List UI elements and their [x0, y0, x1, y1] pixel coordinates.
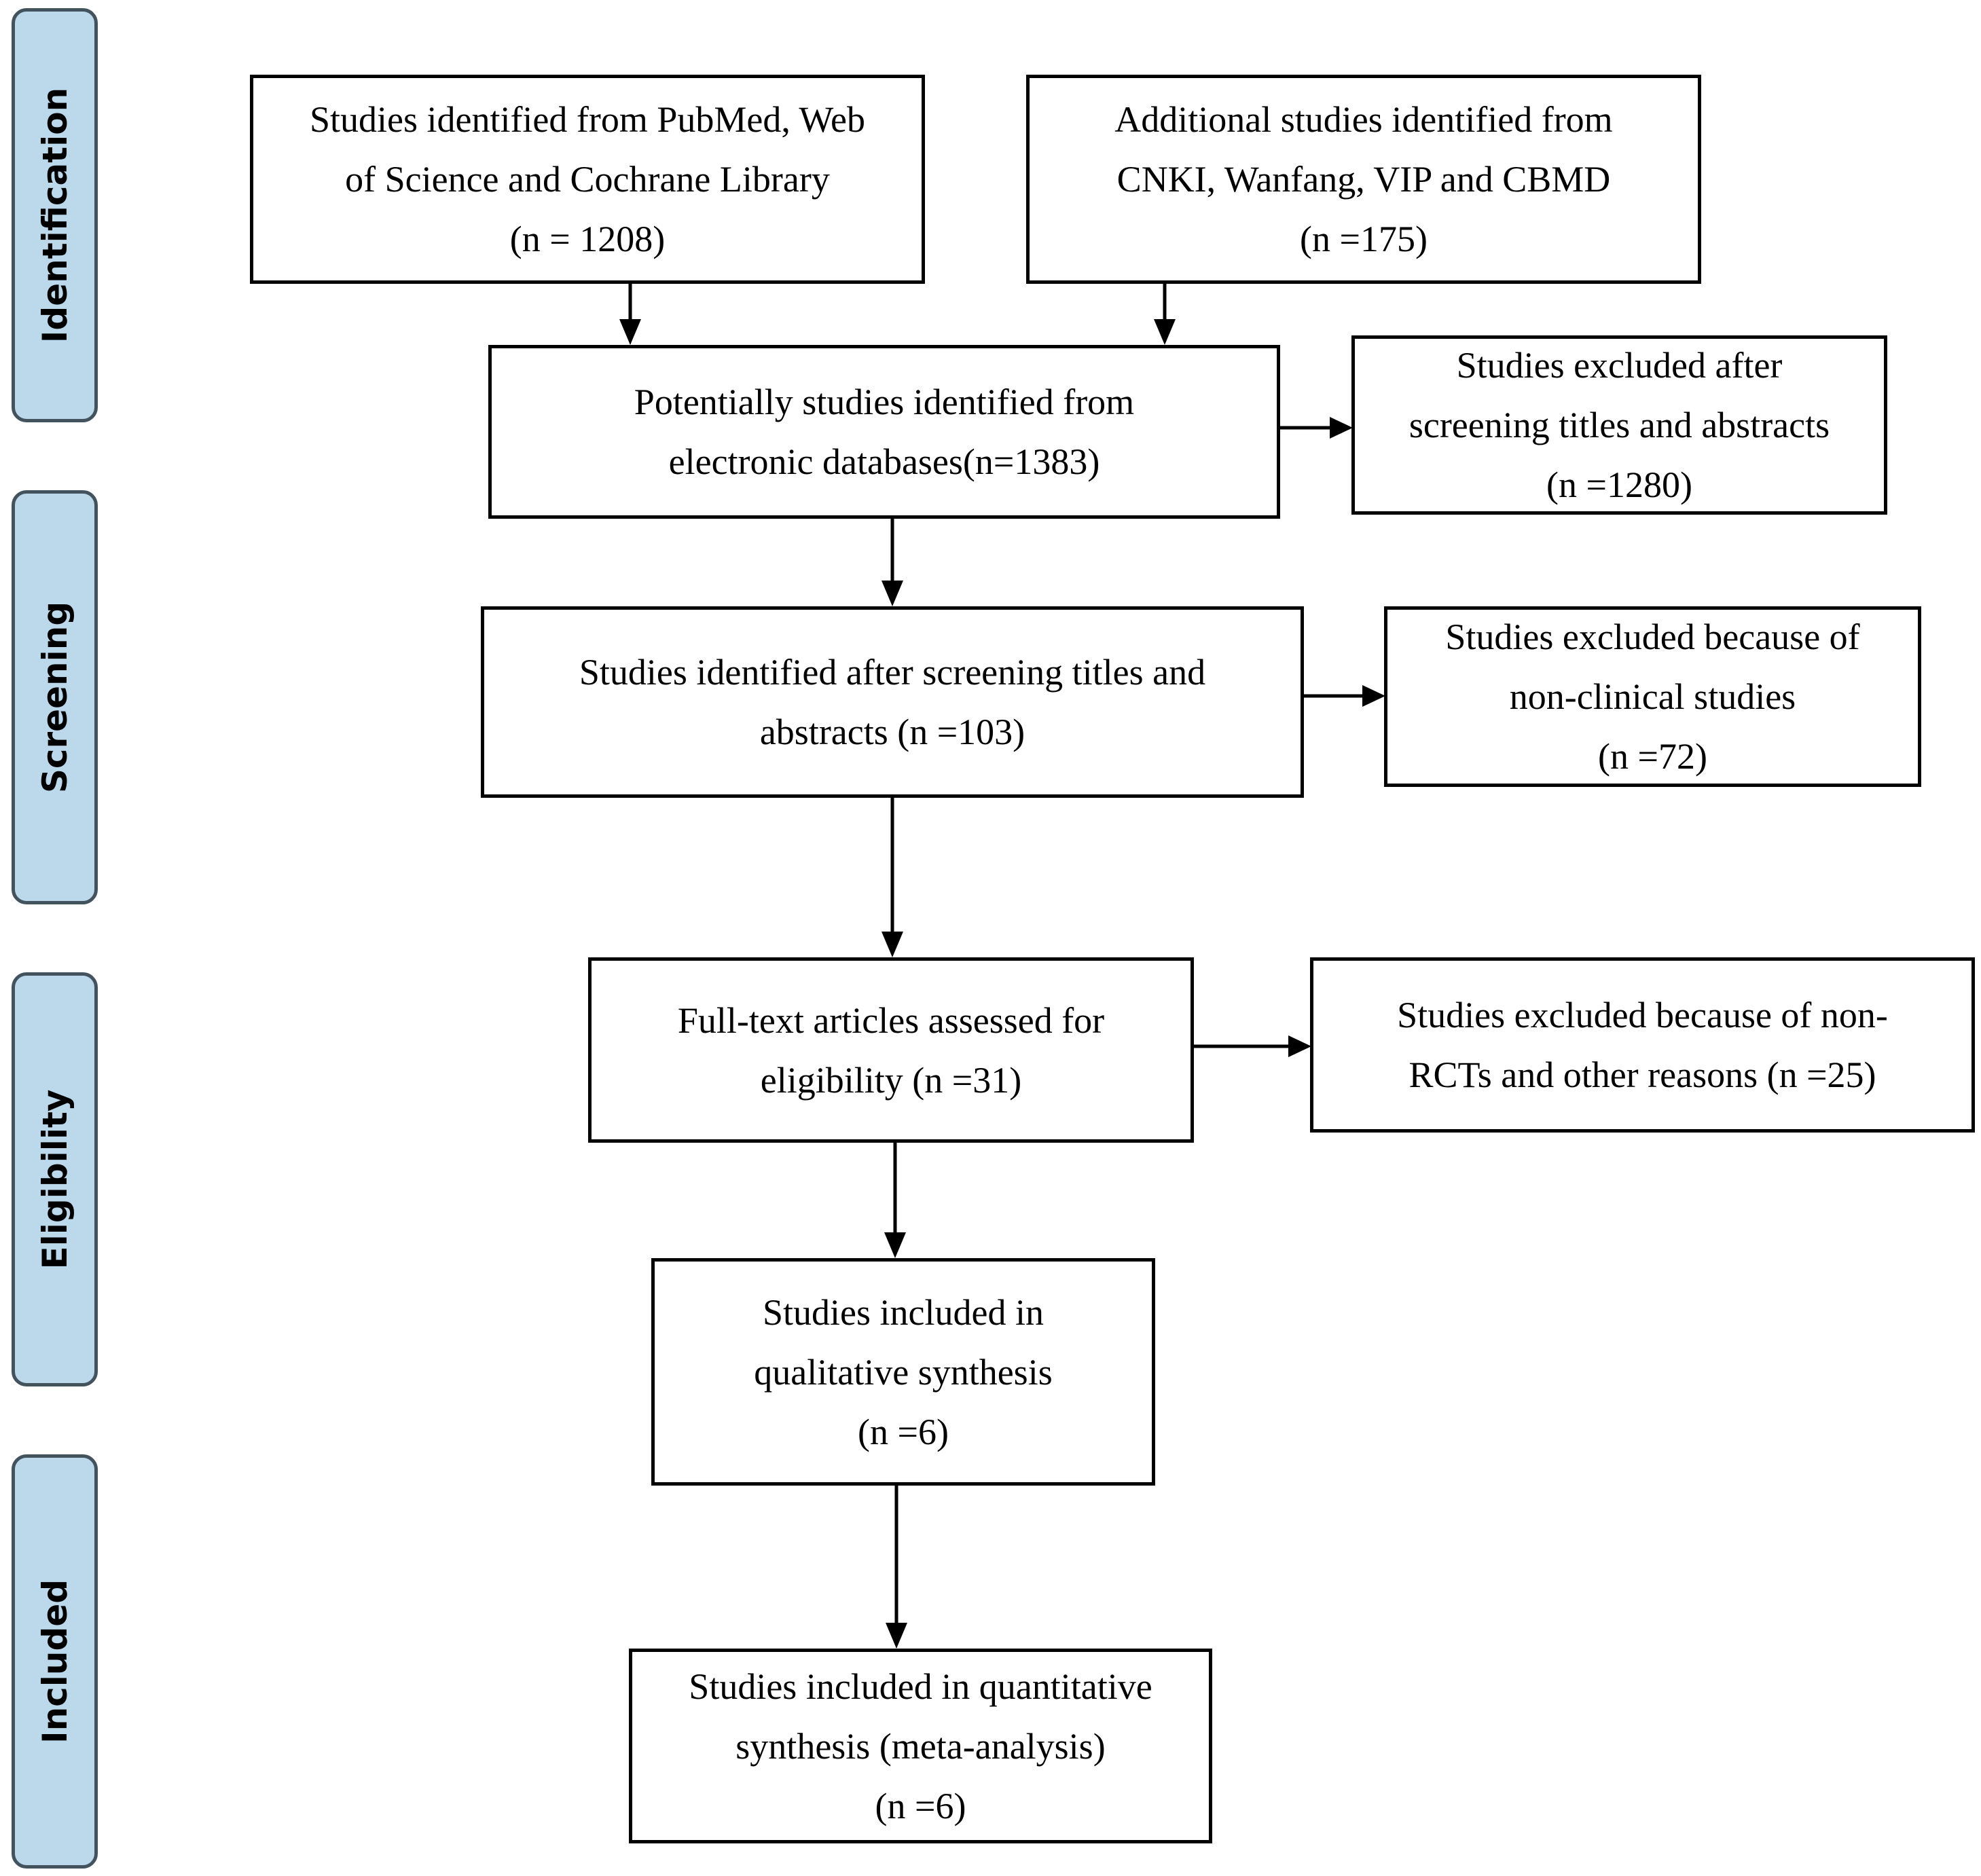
- box-quantitative-line-3: (n =6): [875, 1785, 966, 1826]
- box-excluded-nonclinical-line-3: (n =72): [1598, 736, 1707, 777]
- box-additional-line-2: CNKI, Wanfang, VIP and CBMD: [1116, 159, 1611, 200]
- box-qualitative-line-3: (n =6): [858, 1411, 949, 1452]
- box-quantitative-synthesis: Studies included in quantitative synthes…: [629, 1649, 1212, 1843]
- phase-identification: Identification: [12, 8, 98, 422]
- box-pubmed-line-2: of Science and Cochrane Library: [345, 159, 830, 200]
- box-qualitative-line-2: qualitative synthesis: [754, 1351, 1053, 1393]
- box-excluded-nonrct: Studies excluded because of non- RCTs an…: [1310, 957, 1975, 1133]
- box-quantitative-line-1: Studies included in quantitative: [689, 1666, 1152, 1707]
- box-excluded-titles-line-2: screening titles and abstracts: [1408, 405, 1830, 445]
- box-fulltext-line-2: eligibility (n =31): [760, 1059, 1022, 1101]
- arrowhead-qualitative: [884, 1232, 906, 1258]
- box-potential-studies: Potentially studies identified from elec…: [488, 345, 1280, 519]
- arrowhead-quantitative: [886, 1623, 907, 1649]
- box-qualitative-synthesis: Studies included in qualitative synthesi…: [651, 1258, 1155, 1486]
- box-excluded-nonclinical-line-2: non-clinical studies: [1509, 676, 1796, 717]
- box-excluded-nonclinical-line-1: Studies excluded because of: [1445, 617, 1860, 657]
- box-potential-line-1: Potentially studies identified from: [634, 382, 1135, 422]
- box-additional-studies: Additional studies identified from CNKI,…: [1026, 75, 1701, 284]
- box-excluded-nonrct-line-1: Studies excluded because of non-: [1397, 995, 1888, 1035]
- box-fulltext-assessed: Full-text articles assessed for eligibil…: [588, 957, 1194, 1143]
- phase-eligibility: Eligibility: [12, 972, 98, 1386]
- phase-screening: Screening: [12, 490, 98, 904]
- arrowhead-fulltext: [882, 932, 903, 957]
- arrowhead-excluded-titles: [1330, 417, 1353, 439]
- box-potential-line-2: electronic databases(n=1383): [668, 441, 1100, 482]
- arrowhead-excluded-nonclinical: [1362, 685, 1385, 707]
- box-pubmed-line-1: Studies identified from PubMed, Web: [309, 99, 866, 140]
- box-excluded-nonrct-line-2: RCTs and other reasons (n =25): [1408, 1054, 1876, 1095]
- arrowhead-excluded-nonrct: [1288, 1035, 1311, 1057]
- box-qualitative-line-1: Studies included in: [763, 1291, 1044, 1333]
- box-after-screening: Studies identified after screening title…: [481, 606, 1304, 798]
- box-pubmed-line-3: (n = 1208): [509, 219, 666, 259]
- box-after-screening-line-2: abstracts (n =103): [759, 712, 1025, 752]
- arrowhead-pubmed: [619, 319, 641, 345]
- arrowhead-screening: [882, 581, 903, 606]
- box-excluded-nonclinical: Studies excluded because of non-clinical…: [1384, 606, 1921, 787]
- box-pubmed-studies: Studies identified from PubMed, Web of S…: [250, 75, 925, 284]
- arrowhead-additional: [1154, 319, 1176, 345]
- box-additional-line-1: Additional studies identified from: [1114, 99, 1613, 140]
- box-excluded-titles-line-1: Studies excluded after: [1456, 345, 1783, 386]
- box-excluded-titles: Studies excluded after screening titles …: [1351, 335, 1887, 515]
- phase-included: Included: [12, 1454, 98, 1869]
- box-quantitative-line-2: synthesis (meta-analysis): [735, 1725, 1106, 1767]
- box-excluded-titles-line-3: (n =1280): [1546, 464, 1692, 505]
- box-additional-line-3: (n =175): [1300, 219, 1428, 259]
- box-fulltext-line-1: Full-text articles assessed for: [677, 999, 1105, 1041]
- box-after-screening-line-1: Studies identified after screening title…: [579, 652, 1206, 693]
